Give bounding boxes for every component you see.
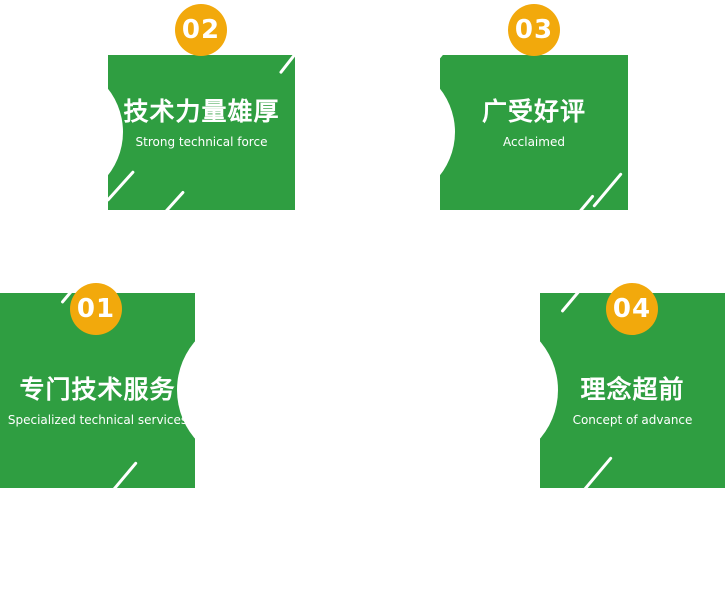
number-badge-01: 01 [70,283,122,335]
edge-notch [0,62,123,202]
card-title: 技术力量雄厚 [123,97,280,126]
edge-notch [177,315,327,465]
badge-number: 01 [76,294,116,324]
feature-card-02: 技术力量雄厚 Strong technical force [108,55,295,210]
badge-number: 02 [181,15,221,45]
card-title: 专门技术服务 [19,375,176,404]
edge-notch [408,315,558,465]
card-subtitle: Strong technical force [135,135,268,149]
number-badge-04: 04 [606,283,658,335]
card-title: 理念超前 [580,375,685,404]
card-subtitle: Specialized technical services [7,413,188,427]
number-badge-02: 02 [175,4,227,56]
card-subtitle: Concept of advance [572,413,693,427]
card-title: 广受好评 [481,97,586,126]
card-subtitle: Acclaimed [503,135,565,149]
badge-number: 04 [612,294,652,324]
edge-notch [315,62,455,202]
feature-card-03: 广受好评 Acclaimed [440,55,628,210]
number-badge-03: 03 [508,4,560,56]
badge-number: 03 [514,15,554,45]
